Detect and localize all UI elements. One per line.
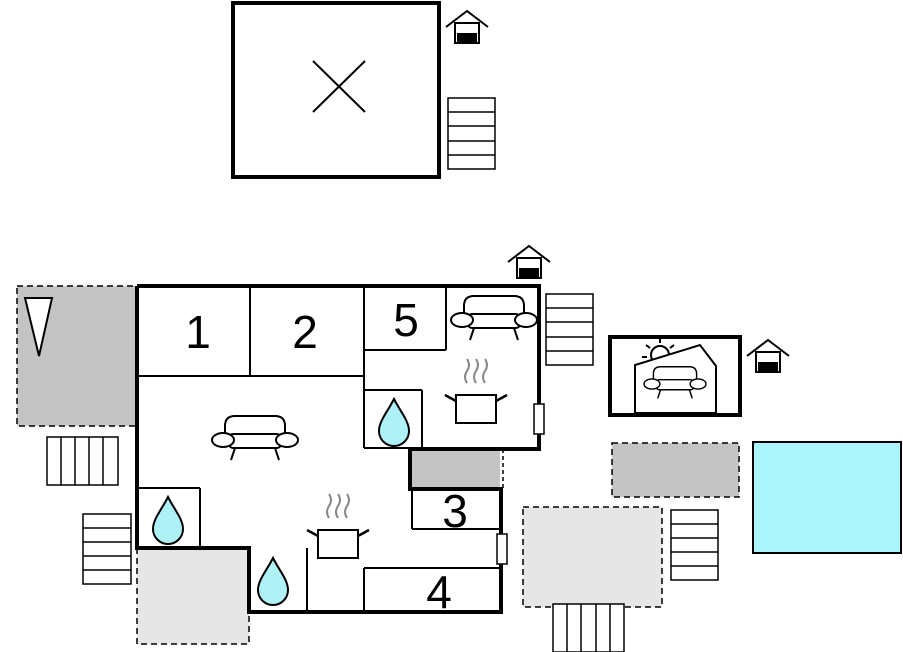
door-southeast [496, 533, 508, 565]
room-label-2: 2 [292, 306, 318, 358]
water-drop-icon [152, 496, 184, 545]
pool [752, 441, 902, 554]
sofa-icon [211, 415, 299, 461]
stairs-bottom [552, 603, 625, 652]
door-east [533, 403, 545, 435]
patio-bottom [522, 506, 663, 608]
annex [608, 335, 742, 417]
patio-bottom-left [136, 547, 250, 645]
stairs-east [545, 293, 594, 366]
house-icon [445, 10, 489, 44]
water-drop-icon [257, 557, 289, 606]
utility-area [410, 449, 500, 489]
stairs-right [670, 509, 719, 581]
interior-walls [137, 286, 500, 611]
stairs-left-vertical [46, 436, 119, 486]
terrace-right [611, 442, 740, 498]
x-mark-icon [312, 60, 366, 113]
house-icon [746, 339, 790, 373]
stairs-left-horizontal [82, 513, 132, 585]
cooking-pot-icon [305, 492, 371, 560]
stairs-top [447, 97, 496, 170]
cooking-pot-icon [443, 357, 509, 425]
room-label-5: 5 [393, 294, 419, 346]
room-label-4: 4 [426, 566, 452, 618]
house-icon [507, 245, 551, 279]
water-drop-icon [378, 398, 410, 447]
outbuilding [231, 1, 441, 179]
room-label-1: 1 [185, 306, 211, 358]
room-label-3: 3 [442, 485, 468, 537]
sofa-icon [450, 295, 538, 341]
main-house-outline [135, 284, 541, 614]
triangle-icon [23, 297, 54, 357]
